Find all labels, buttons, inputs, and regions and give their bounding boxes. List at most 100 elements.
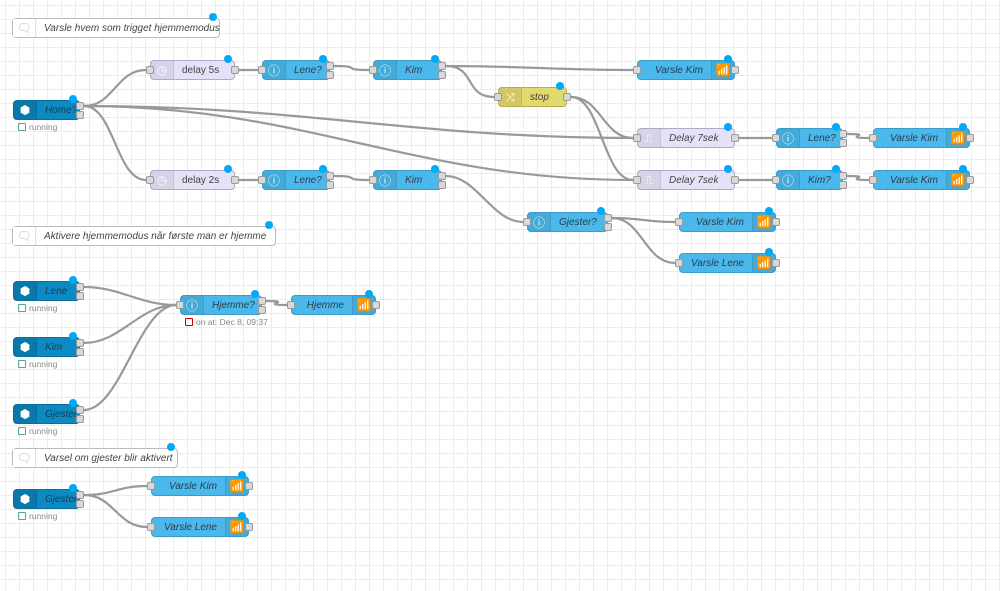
- output-port[interactable]: [604, 214, 612, 222]
- delay-node[interactable]: ◷ delay 5s: [146, 55, 239, 80]
- current-state-node[interactable]: ⓘ Lene?: [258, 55, 334, 80]
- output-port[interactable]: [76, 406, 84, 414]
- wire[interactable]: [445, 174, 524, 224]
- output-port[interactable]: [731, 66, 739, 74]
- service-node[interactable]: Varsle Kim 📶: [869, 123, 974, 148]
- current-state-node[interactable]: ⓘ Kim: [369, 165, 446, 190]
- wire[interactable]: [333, 174, 370, 182]
- input-port[interactable]: [772, 134, 780, 142]
- trigger-node[interactable]: ⎍ Delay 7sek: [633, 165, 739, 190]
- input-port[interactable]: [146, 66, 154, 74]
- ha-state-node-home[interactable]: ⬢ Home?: [13, 95, 84, 120]
- output-port[interactable]: [731, 134, 739, 142]
- wire[interactable]: [333, 64, 370, 72]
- output-port[interactable]: [326, 71, 334, 79]
- current-state-node[interactable]: ⓘ Lene?: [258, 165, 334, 190]
- current-state-node[interactable]: ⓘ Gjester?: [523, 207, 612, 232]
- current-state-node[interactable]: ⓘ Kim?: [772, 165, 847, 190]
- input-port[interactable]: [772, 176, 780, 184]
- comment-node[interactable]: 🗨 Varsel om gjester blir aktivert: [12, 443, 178, 468]
- current-state-node[interactable]: ⓘ Hjemme?: [176, 290, 266, 315]
- current-state-node[interactable]: ⓘ Lene?: [772, 123, 847, 148]
- output-port[interactable]: [76, 348, 84, 356]
- wire[interactable]: [83, 493, 148, 529]
- ha-state-node-lene[interactable]: ⬢ Lene: [13, 276, 84, 301]
- input-port[interactable]: [147, 482, 155, 490]
- wire[interactable]: [570, 95, 634, 182]
- input-port[interactable]: [258, 66, 266, 74]
- service-node[interactable]: Varsle Kim 📶: [633, 55, 739, 80]
- input-port[interactable]: [523, 218, 531, 226]
- service-node[interactable]: Hjemme 📶: [287, 290, 380, 315]
- ha-state-node-gjester[interactable]: ⬢ Gjester: [13, 399, 84, 424]
- output-port[interactable]: [76, 500, 84, 508]
- output-port[interactable]: [839, 139, 847, 147]
- output-port[interactable]: [438, 62, 446, 70]
- wire[interactable]: [265, 299, 288, 307]
- output-port[interactable]: [438, 172, 446, 180]
- service-node[interactable]: Varsle Kim 📶: [675, 207, 780, 232]
- output-port[interactable]: [731, 176, 739, 184]
- input-port[interactable]: [675, 218, 683, 226]
- output-port[interactable]: [839, 181, 847, 189]
- wire[interactable]: [846, 174, 870, 182]
- wire[interactable]: [83, 104, 147, 182]
- input-port[interactable]: [146, 176, 154, 184]
- wire[interactable]: [611, 216, 676, 265]
- wire[interactable]: [445, 64, 634, 72]
- change-node[interactable]: ⤨ stop: [494, 82, 571, 107]
- output-port[interactable]: [258, 306, 266, 314]
- input-port[interactable]: [287, 301, 295, 309]
- input-port[interactable]: [258, 176, 266, 184]
- wire[interactable]: [611, 216, 676, 224]
- wire[interactable]: [83, 104, 634, 140]
- ha-state-node-gjester[interactable]: ⬢ Gjester: [13, 484, 84, 509]
- output-port[interactable]: [438, 71, 446, 79]
- wire[interactable]: [83, 285, 177, 307]
- input-port[interactable]: [675, 259, 683, 267]
- output-port[interactable]: [76, 283, 84, 291]
- output-port[interactable]: [76, 102, 84, 110]
- input-port[interactable]: [633, 66, 641, 74]
- input-port[interactable]: [176, 301, 184, 309]
- output-port[interactable]: [326, 62, 334, 70]
- wire[interactable]: [83, 104, 634, 182]
- output-port[interactable]: [966, 176, 974, 184]
- service-node[interactable]: Varsle Kim 📶: [869, 165, 974, 190]
- output-port[interactable]: [231, 176, 239, 184]
- output-port[interactable]: [372, 301, 380, 309]
- wire[interactable]: [445, 64, 495, 99]
- wire[interactable]: [83, 303, 177, 345]
- trigger-node[interactable]: ⎍ Delay 7sek: [633, 123, 739, 148]
- output-port[interactable]: [245, 482, 253, 490]
- output-port[interactable]: [563, 93, 571, 101]
- comment-node[interactable]: 🗨 Aktivere hjemmemodus når første man er…: [12, 221, 276, 246]
- output-port[interactable]: [438, 181, 446, 189]
- output-port[interactable]: [76, 415, 84, 423]
- input-port[interactable]: [369, 66, 377, 74]
- input-port[interactable]: [869, 176, 877, 184]
- wire[interactable]: [846, 132, 870, 140]
- input-port[interactable]: [369, 176, 377, 184]
- wire[interactable]: [83, 303, 177, 412]
- output-port[interactable]: [839, 130, 847, 138]
- output-port[interactable]: [245, 523, 253, 531]
- service-node[interactable]: Varsle Lene 📶: [147, 512, 253, 537]
- output-port[interactable]: [772, 259, 780, 267]
- output-port[interactable]: [326, 181, 334, 189]
- wire[interactable]: [83, 484, 148, 497]
- output-port[interactable]: [76, 292, 84, 300]
- output-port[interactable]: [326, 172, 334, 180]
- input-port[interactable]: [633, 176, 641, 184]
- output-port[interactable]: [76, 111, 84, 119]
- output-port[interactable]: [76, 339, 84, 347]
- input-port[interactable]: [869, 134, 877, 142]
- output-port[interactable]: [772, 218, 780, 226]
- input-port[interactable]: [494, 93, 502, 101]
- service-node[interactable]: Varsle Lene 📶: [675, 248, 780, 273]
- input-port[interactable]: [633, 134, 641, 142]
- delay-node[interactable]: ◷ delay 2s: [146, 165, 239, 190]
- current-state-node[interactable]: ⓘ Kim: [369, 55, 446, 80]
- output-port[interactable]: [839, 172, 847, 180]
- ha-state-node-kim[interactable]: ⬢ Kim: [13, 332, 84, 357]
